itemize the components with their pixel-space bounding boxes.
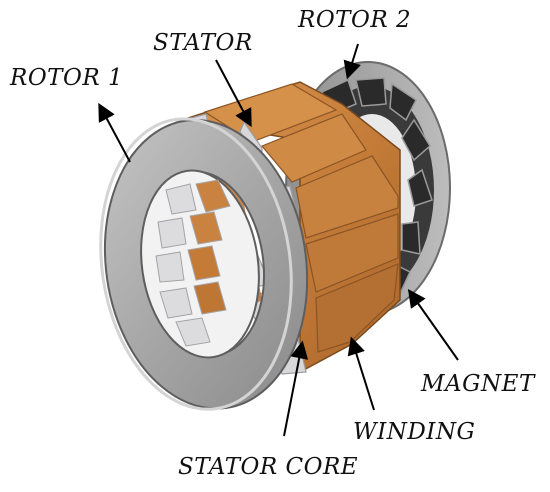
label-rotor1: ROTOR 1: [9, 65, 123, 91]
winding-segment: [295, 155, 399, 239]
winding-segment: [305, 213, 399, 293]
arrow-rotor1: [98, 102, 131, 163]
arrow-winding: [347, 336, 375, 411]
leader-arrows: [98, 43, 459, 437]
winding-segment: [315, 263, 399, 353]
arrow-magnet: [407, 289, 459, 361]
stator-core-inner: [155, 179, 231, 347]
label-stator: STATOR: [153, 30, 253, 56]
label-magnet: MAGNET: [420, 371, 536, 397]
arrow-stator: [215, 59, 252, 128]
label-stator-core: STATOR CORE: [178, 454, 358, 480]
label-rotor2: ROTOR 2: [297, 7, 411, 33]
arrow-stator-core: [283, 340, 309, 437]
arrow-rotor2: [343, 43, 361, 80]
winding-segment: [261, 113, 367, 183]
label-winding: WINDING: [353, 419, 475, 445]
